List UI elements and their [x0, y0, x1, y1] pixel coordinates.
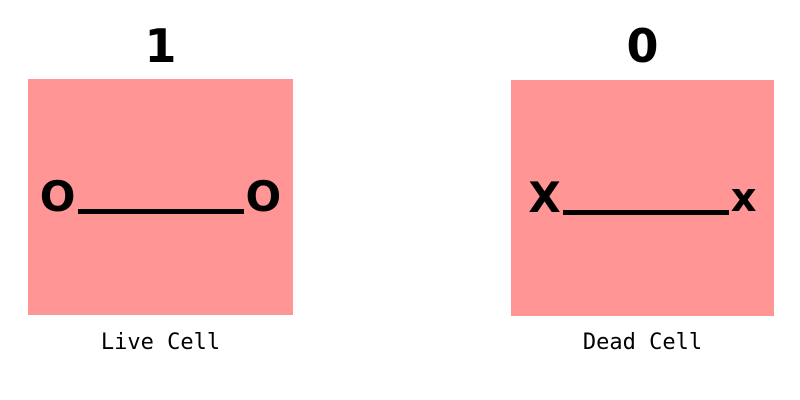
live-cell-content: O O	[28, 79, 293, 315]
dead-left-glyph: X	[528, 173, 561, 222]
dead-cell-label: Dead Cell	[582, 330, 703, 355]
live-right-glyph: O	[245, 172, 282, 221]
live-left-glyph: O	[39, 172, 76, 221]
dead-connector-line	[562, 209, 729, 215]
dead-right-glyph: x	[730, 175, 757, 221]
live-cell-label: Live Cell	[100, 330, 221, 355]
dead-cell-box: X x	[511, 80, 774, 316]
live-connector-line	[77, 208, 244, 214]
dead-state-number: 0	[626, 19, 659, 73]
dead-cell-content: X x	[511, 80, 774, 316]
live-cell-box: O O	[28, 79, 293, 315]
live-state-number: 1	[144, 19, 177, 73]
